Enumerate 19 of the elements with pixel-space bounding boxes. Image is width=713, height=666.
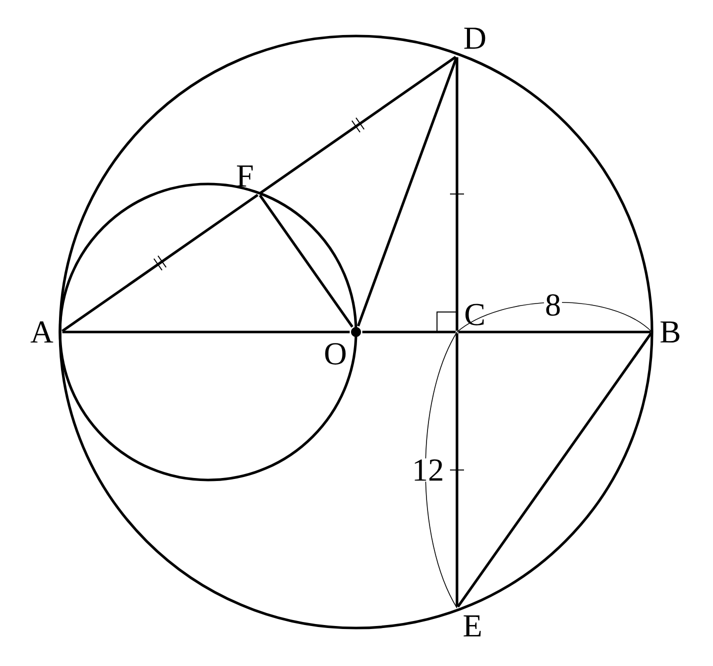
- dimension-label: 12: [411, 458, 445, 482]
- line-segment: [362, 330, 456, 334]
- line-segment: [356, 56, 458, 327]
- line-segment: [456, 57, 458, 331]
- point-label: B: [660, 321, 680, 343]
- line-segment: [456, 332, 652, 608]
- line-segment: [62, 330, 350, 334]
- line-segment: [258, 194, 354, 328]
- point-label: F: [236, 166, 253, 186]
- dimension-label: 8: [544, 293, 562, 317]
- line-segment: [456, 333, 458, 607]
- point-label: D: [464, 28, 486, 49]
- point-label: C: [465, 304, 484, 326]
- point-label: O: [325, 327, 361, 365]
- point-label: A: [30, 321, 54, 343]
- line-segment: [458, 330, 651, 334]
- line-segment: [62, 194, 258, 332]
- point-label: E: [464, 615, 481, 636]
- line-segment: [260, 56, 456, 194]
